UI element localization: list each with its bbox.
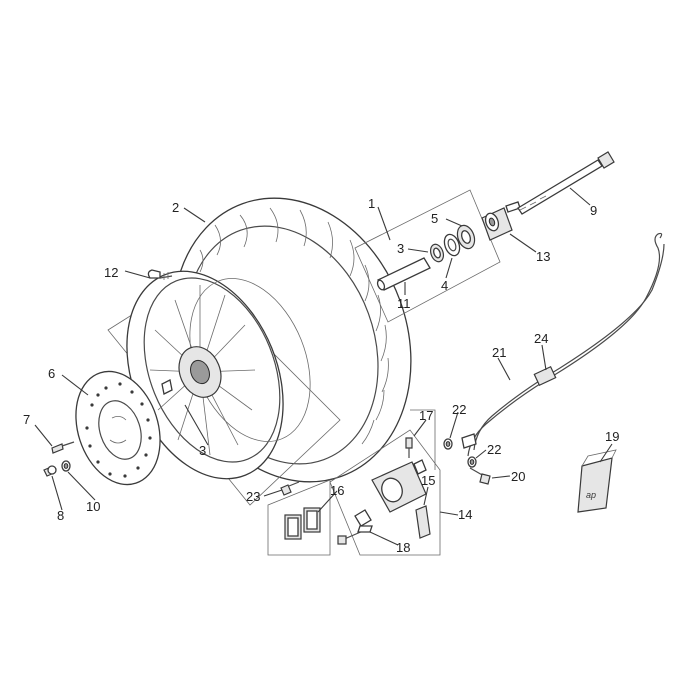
brake-hose [461,232,665,457]
callout-1: 1 [368,196,375,211]
callout-21: 21 [492,345,506,360]
callout-3-wheel: 3 [199,443,206,458]
callout-16: 16 [330,483,344,498]
callout-9: 9 [590,203,597,218]
callout-8: 8 [57,508,64,523]
axle-spacer-group [354,189,501,323]
callout-23: 23 [246,489,260,504]
caliper-group [329,409,441,556]
callout-7: 7 [23,412,30,427]
callout-17: 17 [419,408,433,423]
leader-lines [34,187,613,546]
svg-text:ap: ap [586,490,596,500]
repair-kit-box: ap [577,449,617,513]
callout-14: 14 [458,507,472,522]
disc-bolts [43,441,75,477]
caliper-pins [337,509,373,545]
brake-pads [267,479,331,556]
callout-6: 6 [48,366,55,381]
callout-10: 10 [86,499,100,514]
callout-24: 24 [534,331,548,346]
callout-labels: 1 2 3 3 4 5 6 7 8 9 10 11 12 13 14 15 16… [23,196,619,555]
callout-22-lower: 22 [487,442,501,457]
callout-18: 18 [396,540,410,555]
wheel-rim [126,270,311,480]
callout-3-bearing: 3 [397,241,404,256]
callout-12: 12 [104,265,118,280]
valve-bolt [147,269,173,280]
callout-15: 15 [421,473,435,488]
banjo-bolt-and-washers [443,438,491,485]
callout-2: 2 [172,200,179,215]
brake-disc [75,370,161,486]
caliper-bolt [280,481,300,496]
callout-22-upper: 22 [452,402,466,417]
callout-20: 20 [511,469,525,484]
wheel-axle [517,151,615,215]
callout-5: 5 [431,211,438,226]
callout-13: 13 [536,249,550,264]
callout-19: 19 [605,429,619,444]
callout-11: 11 [397,296,411,311]
callout-4: 4 [441,278,448,293]
axle-spacer-13 [481,201,521,241]
